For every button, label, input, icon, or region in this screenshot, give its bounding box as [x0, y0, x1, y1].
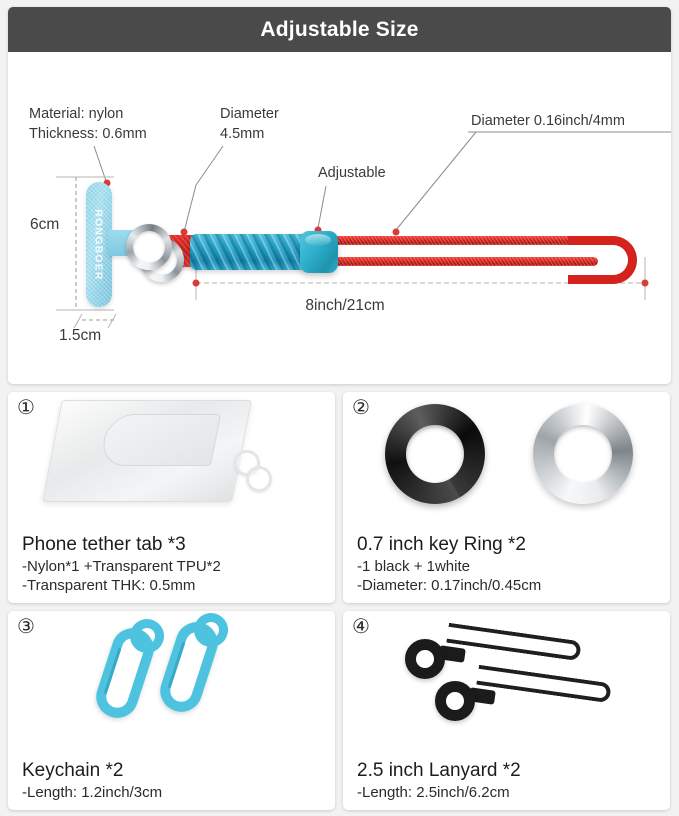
card-title: Keychain *2	[22, 759, 124, 781]
dimension-label-length: 8inch/21cm	[305, 297, 385, 314]
card-title: 2.5 inch Lanyard *2	[357, 759, 521, 781]
card-spec-line: -1 black + 1white	[357, 557, 470, 575]
card-spec-line: -Transparent THK: 0.5mm	[22, 576, 196, 594]
tpu-inner-shape	[98, 414, 222, 466]
red-cord-loop	[568, 236, 637, 284]
adjustable-bead	[300, 231, 338, 273]
component-cards-grid: ① Phone tether tab *3 -Nylon*1 +Transpar…	[8, 392, 671, 810]
lanyard-cord-loop-one	[446, 622, 582, 662]
card-number: ④	[352, 616, 370, 638]
card-spec-line: -Nylon*1 +Transparent TPU*2	[22, 557, 221, 575]
card-number: ②	[352, 397, 370, 419]
lanyard-illustration	[343, 611, 670, 739]
card-number: ①	[17, 397, 35, 419]
lanyard-ring-one	[405, 639, 445, 679]
card-text-block: Keychain *2 -Length: 1.2inch/3cm	[22, 760, 329, 802]
tether-tab-illustration	[8, 392, 335, 520]
lanyard-cord-loop-two	[476, 664, 612, 704]
diagram-leader-lines	[56, 131, 671, 329]
card-title: 0.7 inch key Ring *2	[357, 533, 526, 555]
card-keychain: ③ Keychain *2 -Length: 1.2inch/3cm	[8, 611, 335, 810]
dimension-label-height: 6cm	[30, 216, 60, 233]
tpu-ring-two	[246, 466, 272, 492]
dimension-label-width: 1.5cm	[59, 327, 102, 344]
adjustable-size-panel: Adjustable Size	[8, 7, 671, 384]
black-key-ring	[385, 404, 485, 504]
brand-label: RONGBOER	[93, 208, 105, 281]
card-title: Phone tether tab *3	[22, 533, 186, 555]
keychain-illustration	[8, 611, 335, 739]
card-spec-line: -Diameter: 0.17inch/0.45cm	[357, 576, 542, 594]
card-spec-line: -Length: 2.5inch/6.2cm	[357, 783, 510, 801]
annotation-braid-diameter: Diameter 4.5mm	[220, 106, 279, 142]
annotation-adjustable: Adjustable	[318, 165, 386, 181]
card-number: ③	[17, 616, 35, 638]
white-key-ring	[533, 404, 633, 504]
card-text-block: 0.7 inch key Ring *2 -1 black + 1white -…	[357, 534, 664, 595]
card-lanyard: ④ 2.5 inch Lanyard *2 -Length: 2.5inch/6…	[343, 611, 670, 810]
product-diagram: Material: nylon Thickness: 0.6mm Diamete…	[8, 52, 671, 384]
panel-header-bar: Adjustable Size	[8, 7, 671, 52]
red-cord-upper	[330, 236, 598, 245]
card-text-block: 2.5 inch Lanyard *2 -Length: 2.5inch/6.2…	[357, 760, 664, 802]
card-spec-line: -Length: 1.2inch/3cm	[22, 783, 163, 801]
blue-paracord-braid	[190, 234, 308, 270]
annotation-material: Material: nylon Thickness: 0.6mm	[29, 106, 147, 142]
lanyard-ring-two	[435, 681, 475, 721]
card-text-block: Phone tether tab *3 -Nylon*1 +Transparen…	[22, 534, 329, 595]
phone-tether-tab	[86, 182, 112, 307]
key-ring-illustration	[343, 392, 670, 520]
red-cord-lower	[330, 257, 598, 266]
brand-text: RONGBOER	[86, 182, 112, 307]
split-ring-front	[126, 224, 172, 270]
annotation-cord-diameter: Diameter 0.16inch/4mm	[471, 113, 625, 129]
card-key-ring: ② 0.7 inch key Ring *2 -1 black + 1white…	[343, 392, 670, 603]
page-title: Adjustable Size	[260, 17, 419, 41]
card-phone-tether-tab: ① Phone tether tab *3 -Nylon*1 +Transpar…	[8, 392, 335, 603]
